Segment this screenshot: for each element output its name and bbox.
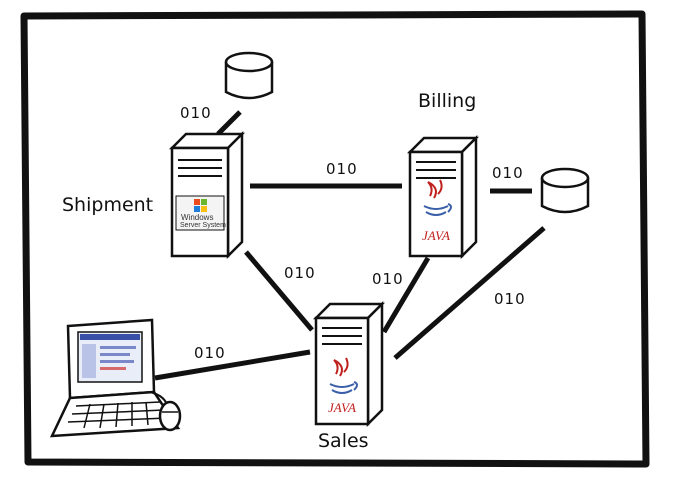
link-shipment-sales [244, 250, 314, 332]
link-label-billing-sales: 010 [372, 270, 404, 288]
sales-java-badge: JAVA [328, 400, 356, 415]
database-icon [224, 51, 274, 100]
laptop-icon [49, 318, 181, 438]
keyboard-icon [67, 401, 169, 429]
link-laptop-sales [154, 349, 311, 381]
billing-server [406, 134, 480, 260]
billing-java-badge: JAVA [422, 228, 450, 243]
link-label-db-shipment: 010 [180, 104, 212, 122]
database-icon [540, 167, 590, 214]
link-label-billing-db: 010 [492, 164, 524, 182]
windows-logo-icon [194, 199, 207, 212]
java-logo-icon [423, 179, 452, 216]
link-label-laptop-sales: 010 [194, 344, 226, 362]
windows-badge-line1: Windows [181, 213, 214, 222]
shipment-server [168, 130, 246, 260]
link-label-db-sales: 010 [494, 290, 526, 308]
link-billing-sales [381, 256, 431, 334]
java-logo-icon [329, 357, 358, 394]
link-db-sales [393, 226, 546, 360]
shipment-label: Shipment [62, 194, 154, 216]
billing-label: Billing [418, 90, 477, 112]
sales-server [312, 300, 386, 428]
link-db-shipment [216, 110, 242, 136]
frame-border [20, 10, 650, 468]
link-label-shipment-billing: 010 [326, 160, 358, 178]
mouse-icon [158, 400, 182, 432]
sales-label: Sales [318, 430, 369, 452]
link-label-shipment-sales: 010 [284, 264, 316, 282]
windows-badge-line2: Server System [180, 222, 226, 229]
